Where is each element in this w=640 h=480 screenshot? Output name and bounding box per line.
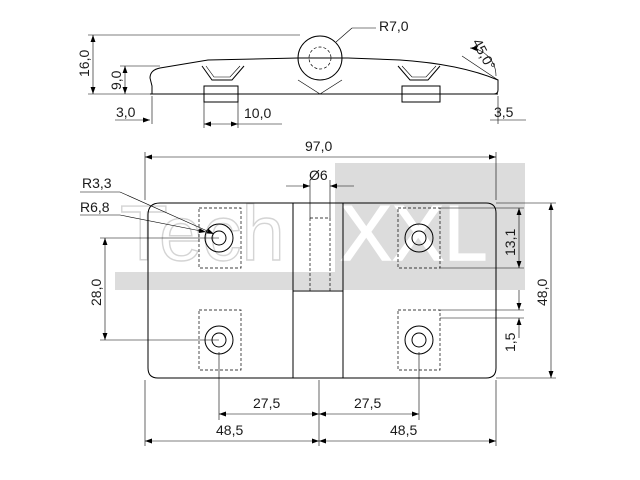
knuckle-circle <box>297 35 343 81</box>
watermark-block <box>335 163 525 290</box>
mounting-hole-top-right <box>397 207 441 269</box>
label-recess-gap: 1,5 <box>502 332 518 352</box>
label-hole-spacing: 28,0 <box>88 279 104 306</box>
label-half-width-right: 48,5 <box>390 422 417 438</box>
label-counterbore: 10,0 <box>244 105 271 121</box>
side-view-outline <box>149 57 499 95</box>
side-view <box>149 35 499 103</box>
angle-arc <box>469 46 497 77</box>
front-view <box>147 202 497 379</box>
label-total-height: 16,0 <box>76 50 92 77</box>
watermark-tech: Tech <box>120 189 285 277</box>
hinge-plate-outline <box>147 202 497 379</box>
label-plate-height: 9,0 <box>108 70 124 90</box>
label-hole-radius: R3,3 <box>82 175 112 191</box>
label-overall-width: 97,0 <box>305 138 332 154</box>
knuckle-gap-left <box>297 79 321 95</box>
label-left-offset: 3,0 <box>116 104 136 120</box>
countersink-left <box>201 65 245 81</box>
nut-recess-right <box>401 85 441 103</box>
pin-hidden <box>308 46 332 70</box>
label-overall-height: 48,0 <box>534 279 550 306</box>
nut-recess-left <box>203 85 239 103</box>
label-pin-diameter: Ø6 <box>309 167 328 183</box>
label-knuckle-radius: R7,0 <box>379 18 409 34</box>
label-half-spacing-left: 27,5 <box>253 395 280 411</box>
label-half-spacing-right: 27,5 <box>354 395 381 411</box>
front-view-dimensions: 97,0 Ø6 R3,3 R6,8 28,0 13,1 48,0 <box>80 138 556 446</box>
watermark-bar <box>115 272 335 290</box>
label-right-step: 3,5 <box>494 104 514 120</box>
knuckle-lower <box>292 290 344 379</box>
label-recess-height: 13,1 <box>502 229 518 256</box>
countersink-right <box>397 65 441 81</box>
label-counterbore-radius: R6,8 <box>80 199 110 215</box>
label-angle: 45,0° <box>469 36 499 73</box>
label-half-width-left: 48,5 <box>216 422 243 438</box>
side-view-dimensions: R7,0 45,0° 16,0 9,0 3,0 10,0 3,5 <box>76 18 526 128</box>
knuckle-gap-right <box>319 79 343 95</box>
